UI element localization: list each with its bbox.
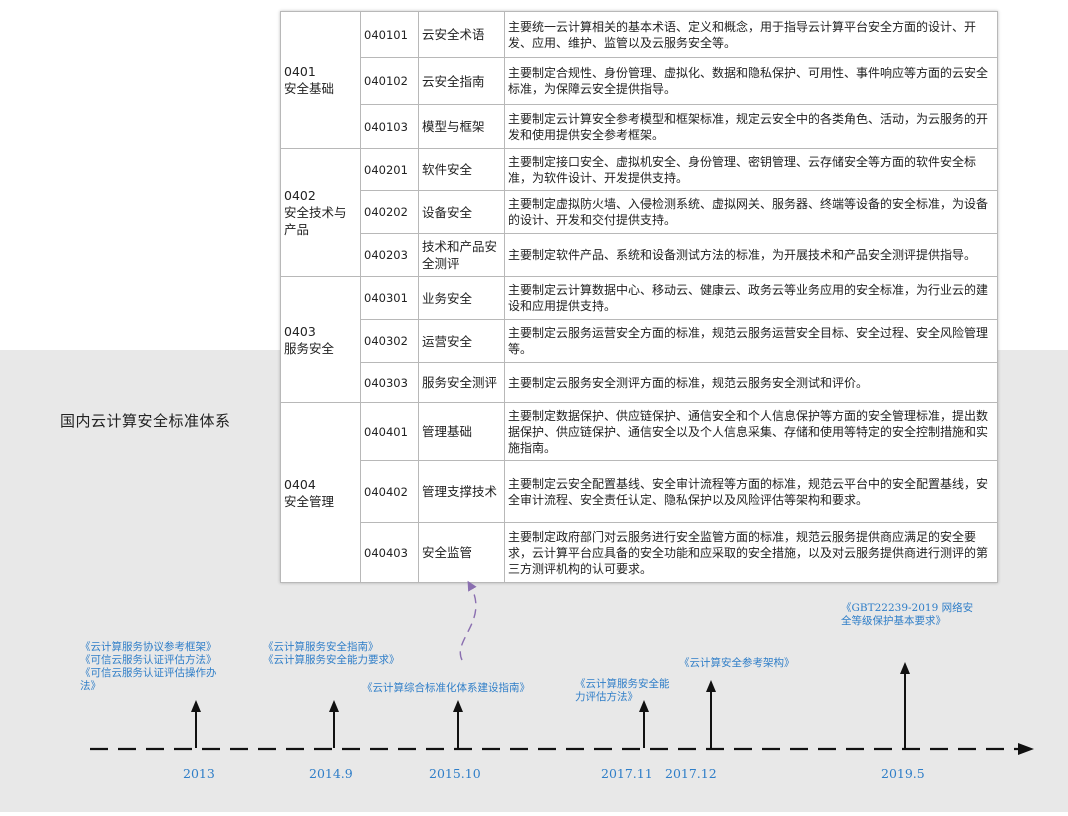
row-description: 主要制定云计算数据中心、移动云、健康云、政务云等业务应用的安全标准，为行业云的建… <box>504 276 998 320</box>
document-title: 力评估方法》 <box>575 691 638 703</box>
event-arrowhead <box>639 700 649 712</box>
row-code: 040402 <box>360 460 419 523</box>
row-code: 040301 <box>360 276 419 320</box>
row-name: 云安全术语 <box>418 11 505 58</box>
row-description: 主要制定政府部门对云服务进行安全监管方面的标准，规范云服务提供商应满足的安全要求… <box>504 522 998 583</box>
row-name: 运营安全 <box>418 319 505 363</box>
document-title: 《可信云服务认证评估方法》 <box>80 654 217 666</box>
document-title: 《云计算服务安全能 <box>575 678 670 690</box>
row-code: 040102 <box>360 57 419 105</box>
row-code: 040103 <box>360 104 419 149</box>
event-year: 2019.5 <box>881 766 925 781</box>
row-description: 主要制定云服务安全测评方面的标准，规范云服务安全测试和评价。 <box>504 362 998 403</box>
event-arrowhead <box>453 700 463 712</box>
event-documents: 《云计算服务安全能力评估方法》 <box>575 678 670 704</box>
event-arrowhead <box>329 700 339 712</box>
document-title: 全等级保护基本要求》 <box>841 615 946 627</box>
document-title: 《云计算服务协议参考框架》 <box>80 641 217 653</box>
document-title: 《云计算综合标准化体系建设指南》 <box>362 682 530 694</box>
timeline-event-marker <box>639 700 649 748</box>
event-documents: 《GBT22239-2019 网络安全等级保护基本要求》 <box>841 602 973 628</box>
row-description: 主要制定软件产品、系统和设备测试方法的标准，为开展技术和产品安全测评提供指导。 <box>504 233 998 277</box>
event-year: 2015.10 <box>429 766 481 781</box>
event-year: 2017.12 <box>665 766 717 781</box>
event-year: 2014.9 <box>309 766 353 781</box>
row-code: 040401 <box>360 402 419 461</box>
group-code: 0402 <box>284 188 316 203</box>
row-name: 技术和产品安全测评 <box>418 233 505 277</box>
row-name: 管理基础 <box>418 402 505 461</box>
group-name: 安全基础 <box>284 81 335 96</box>
page-title: 国内云计算安全标准体系 <box>60 412 231 430</box>
event-documents: 《云计算综合标准化体系建设指南》 <box>362 682 530 695</box>
row-name: 软件安全 <box>418 148 505 191</box>
event-year: 2017.11 <box>601 766 653 781</box>
group-name: 安全技术与产品 <box>284 205 347 237</box>
row-name: 安全监管 <box>418 522 505 583</box>
row-name: 云安全指南 <box>418 57 505 105</box>
row-code: 040303 <box>360 362 419 403</box>
row-name: 管理支撑技术 <box>418 460 505 523</box>
row-description: 主要制定合规性、身份管理、虚拟化、数据和隐私保护、可用性、事件响应等方面的云安全… <box>504 57 998 105</box>
row-code: 040202 <box>360 190 419 234</box>
document-title: 法》 <box>80 680 101 692</box>
timeline-event-marker <box>900 662 910 748</box>
row-description: 主要制定云安全配置基线、安全审计流程等方面的标准，规范云平台中的安全配置基线，安… <box>504 460 998 523</box>
group-cell: 0401 安全基础 <box>280 11 361 149</box>
document-title: 《可信云服务认证评估操作办 <box>80 667 217 679</box>
row-code: 040203 <box>360 233 419 277</box>
group-name: 安全管理 <box>284 493 335 509</box>
row-description: 主要制定接口安全、虚拟机安全、身份管理、密钥管理、云存储安全等方面的软件安全标准… <box>504 148 998 191</box>
row-code: 040403 <box>360 522 419 583</box>
document-title: 《云计算服务安全指南》 <box>263 641 379 653</box>
row-name: 模型与框架 <box>418 104 505 149</box>
timeline-event-marker <box>706 680 716 748</box>
group-code: 0404 <box>284 476 316 492</box>
document-title: 《云计算服务安全能力要求》 <box>263 654 400 666</box>
event-arrowhead <box>706 680 716 692</box>
group-cell: 0402 安全技术与产品 <box>280 148 361 277</box>
event-documents: 《云计算服务安全指南》《云计算服务安全能力要求》 <box>263 641 400 667</box>
document-title: 《GBT22239-2019 网络安 <box>841 602 974 614</box>
row-description: 主要统一云计算相关的基本术语、定义和概念，用于指导云计算平台安全方面的设计、开发… <box>504 11 998 58</box>
event-arrowhead <box>191 700 201 712</box>
document-title: 《云计算安全参考架构》 <box>679 657 795 669</box>
row-description: 主要制定虚拟防火墙、入侵检测系统、虚拟网关、服务器、终端等设备的安全标准，为设备… <box>504 190 998 234</box>
row-code: 040302 <box>360 319 419 363</box>
row-name: 设备安全 <box>418 190 505 234</box>
event-documents: 《云计算安全参考架构》 <box>679 657 795 670</box>
row-description: 主要制定数据保护、供应链保护、通信安全和个人信息保护等方面的安全管理标准，提出数… <box>504 402 998 461</box>
event-arrowhead <box>900 662 910 674</box>
event-documents: 《云计算服务协议参考框架》《可信云服务认证评估方法》《可信云服务认证评估操作办法… <box>80 641 217 693</box>
row-description: 主要制定云计算安全参考模型和框架标准，规定云安全中的各类角色、活动，为云服务的开… <box>504 104 998 149</box>
row-name: 业务安全 <box>418 276 505 320</box>
row-name: 服务安全测评 <box>418 362 505 403</box>
event-year: 2013 <box>183 766 215 781</box>
timeline-event-marker <box>191 700 201 748</box>
group-name: 服务安全 <box>284 340 335 356</box>
row-code: 040101 <box>360 11 419 58</box>
group-code: 0403 <box>284 323 316 339</box>
row-description: 主要制定云服务运营安全方面的标准，规范云服务运营安全目标、安全过程、安全风险管理… <box>504 319 998 363</box>
timeline-event-marker <box>329 700 339 748</box>
row-code: 040201 <box>360 148 419 191</box>
group-code: 0401 <box>284 64 316 79</box>
timeline-event-marker <box>453 700 463 748</box>
